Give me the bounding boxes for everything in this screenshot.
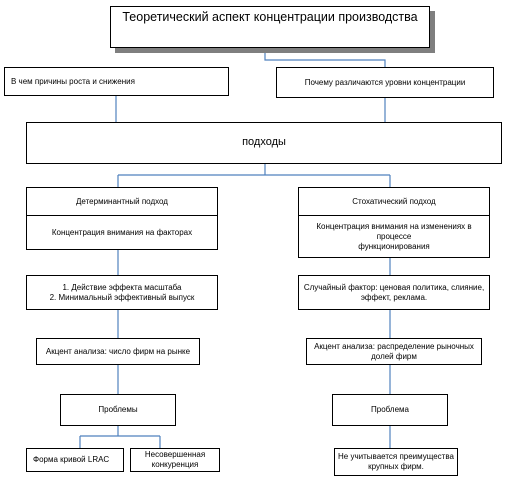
sto-accent-text: Акцент анализа: распределение рыночных д… [314,341,474,361]
connector-approaches-split [117,164,391,187]
sto-approach-title-row: Стохатический подход [299,188,489,215]
sto-approach-focus: Концентрация внимания на изменениях в пр… [316,221,472,251]
det-accent-box: Акцент анализа: число фирм на рынке [36,338,200,365]
sto-problem-text: Проблема [371,405,409,414]
sto-factor-box: Случайный фактор: ценовая политика, слия… [298,275,490,310]
det-factors-text: 1. Действие эффекта масштаба 2. Минималь… [49,282,195,302]
question-levels-box: Почему различаются уровни концентрации [276,67,494,98]
sto-problem-large-firms-text: Не учитывается преимущества крупных фирм… [338,452,454,471]
sto-approach-title: Стохатический подход [352,196,436,206]
question-growth-text: В чем причины роста и снижения [11,76,135,86]
det-approach-focus: Концентрация внимания на факторах [51,227,193,237]
det-approach-box: Детерминантный подход Концентрация внима… [26,187,218,250]
sto-approach-box: Стохатический подход Концентрация вниман… [298,187,490,258]
sto-factor-text: Случайный фактор: ценовая политика, слия… [303,282,485,302]
det-factors-box: 1. Действие эффекта масштаба 2. Минималь… [26,275,218,310]
question-growth-box: В чем причины роста и снижения [4,67,229,96]
approaches-box: подходы [26,122,502,164]
det-approach-focus-row: Концентрация внимания на факторах [27,215,217,249]
det-problem-lrac-text: Форма кривой LRAC [33,455,110,464]
title-text: Теоретический аспект концентрации произв… [122,10,418,24]
det-accent-text: Акцент анализа: число фирм на рынке [45,346,191,356]
sto-problem-large-firms-box: Не учитывается преимущества крупных фирм… [334,448,458,476]
question-levels-text: Почему различаются уровни концентрации [304,77,466,87]
sto-approach-focus-row: Концентрация внимания на изменениях в пр… [299,215,489,257]
det-problem-competition-text: Несовершенная конкуренция [144,450,206,469]
connector-title-q2 [264,48,386,67]
sto-accent-box: Акцент анализа: распределение рыночных д… [306,338,482,365]
det-problems-text: Проблемы [98,405,138,414]
title-box: Теоретический аспект концентрации произв… [110,6,430,48]
det-approach-title-row: Детерминантный подход [27,188,217,215]
sto-problem-box: Проблема [332,394,448,426]
det-problems-box: Проблемы [60,394,176,426]
det-problem-competition-box: Несовершенная конкуренция [130,448,220,472]
approaches-text: подходы [242,136,286,149]
det-approach-title: Детерминантный подход [76,196,168,206]
connector-det-branches [79,426,161,448]
det-problem-lrac-box: Форма кривой LRAC [26,448,124,472]
